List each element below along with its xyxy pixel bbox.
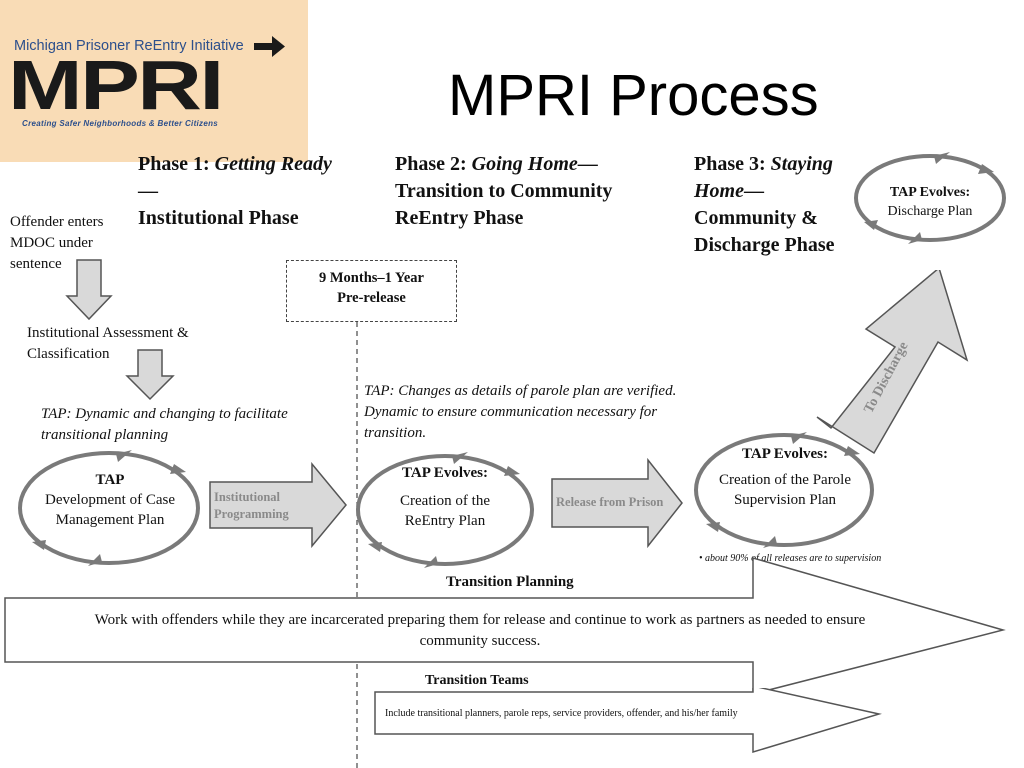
- transition-teams-arrow: [374, 688, 882, 754]
- tap2-body: Creation of the ReEntry Plan: [400, 493, 490, 529]
- tap3-cycle-icon: [694, 432, 874, 548]
- phase-3-italic: Staying Home: [694, 153, 833, 202]
- tap4-heading: TAP Evolves:: [889, 185, 971, 200]
- tap3-text: TAP Evolves: Creation of the Parole Supe…: [700, 444, 870, 510]
- institutional-programming-arrow: [209, 462, 347, 548]
- transition-teams-text: Include transitional planners, parole re…: [385, 708, 738, 719]
- tap4-cycle-icon: [854, 152, 1006, 244]
- tap1-heading: TAP: [95, 472, 125, 488]
- phase-2-dash: —: [577, 153, 598, 175]
- down-arrow-1: [65, 259, 113, 321]
- phase-2-italic: Going Home: [471, 153, 578, 175]
- tap3-body: Creation of the Parole Supervision Plan: [718, 472, 852, 508]
- tap3-heading: TAP Evolves:: [742, 446, 828, 462]
- tap2-heading: TAP Evolves:: [402, 465, 488, 481]
- down-arrow-2: [125, 349, 175, 401]
- tap1-body: Development of Case Management Plan: [45, 492, 175, 528]
- prerelease-line2: Pre-release: [337, 290, 406, 306]
- entry-text: Offender enters MDOC under sentence: [10, 214, 104, 272]
- phase-1-rest: Institutional Phase: [138, 207, 299, 229]
- institutional-programming-label: Institutional Programming: [214, 490, 289, 521]
- mpri-logo: [0, 0, 308, 162]
- tap2-text: TAP Evolves: Creation of the ReEntry Pla…: [380, 463, 510, 531]
- transition-planning-arrow: [4, 557, 1006, 695]
- tap1-cycle-icon: [18, 450, 200, 566]
- prerelease-box: 9 Months–1 Year Pre-release: [286, 260, 457, 322]
- phase-3-rest: Community & Discharge Phase: [694, 207, 835, 256]
- supervision-note: • about 90% of all releases are to super…: [699, 553, 882, 564]
- logo-tagline: Creating Safer Neighborhoods & Better Ci…: [22, 119, 219, 128]
- prerelease-timeline: [356, 322, 358, 768]
- assessment-text: Institutional Assessment & Classificatio…: [27, 325, 189, 362]
- logo-org-name: Michigan Prisoner ReEntry Initiative: [14, 38, 244, 54]
- phase-2-heading: Phase 2: Going Home— Transition to Commun…: [395, 151, 657, 232]
- discharge-arrow: [816, 270, 969, 455]
- phase-3-heading: Phase 3: Staying Home— Community & Discha…: [694, 151, 862, 259]
- tap1-text: TAP Development of Case Management Plan: [30, 470, 190, 530]
- prerelease-line1: 9 Months–1 Year: [319, 270, 424, 286]
- phase-1-heading: Phase 1: Getting Ready — Institutional Pha…: [138, 151, 338, 232]
- tap2-cycle-icon: [356, 452, 534, 568]
- transition-planning-text: Work with offenders while they are incar…: [94, 612, 866, 649]
- phase-1-dash: —: [138, 180, 158, 202]
- logo-acronym: MPRI: [8, 46, 224, 124]
- transition-planning-label: Transition Planning: [446, 574, 574, 590]
- page-title: MPRI Process: [448, 63, 819, 128]
- tap4-text: TAP Evolves: Discharge Plan: [860, 183, 1000, 221]
- phase-1-italic: Getting Ready: [214, 153, 332, 175]
- tap-note-phase1: TAP: Dynamic and changing to facilitate …: [41, 406, 288, 443]
- tap4-body: Discharge Plan: [887, 204, 973, 219]
- release-arrow: [551, 458, 683, 548]
- tap-note-phase2: TAP: Changes as details of parole plan a…: [364, 383, 677, 441]
- transition-teams-label: Transition Teams: [425, 673, 529, 688]
- release-label: Release from Prison: [556, 495, 664, 509]
- phase-3-prefix: Phase 3:: [694, 153, 771, 175]
- phase-1-prefix: Phase 1:: [138, 153, 215, 175]
- phase-3-dash: —: [744, 180, 764, 202]
- phase-2-rest: Transition to Community ReEntry Phase: [395, 180, 613, 229]
- phase-2-prefix: Phase 2:: [395, 153, 472, 175]
- arrow-right-icon: [254, 36, 285, 57]
